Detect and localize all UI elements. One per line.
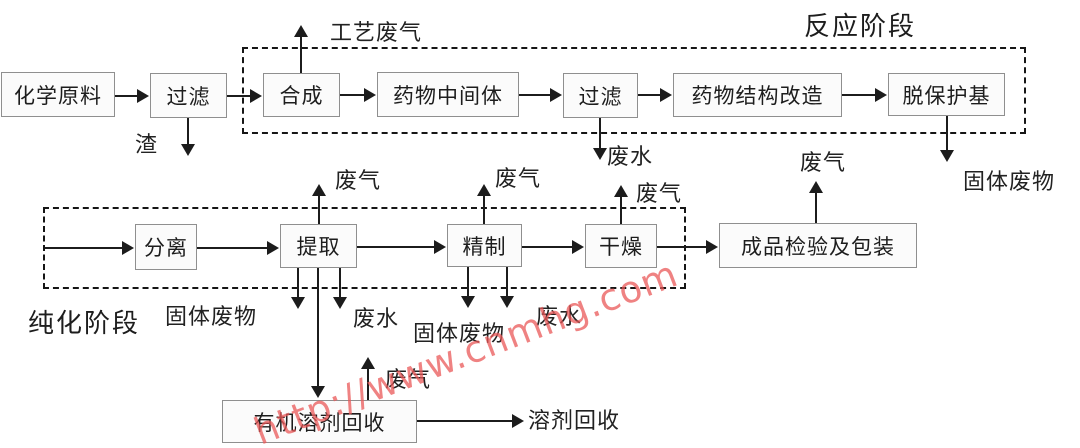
label-solid-waste-deprotection: 固体废物 — [963, 169, 1056, 194]
arrow-refining-waste-gas-head — [477, 184, 491, 196]
arrow-refining-waste-gas — [483, 194, 485, 224]
label-waste-gas-solvent-recovery: 废气 — [385, 367, 432, 392]
arrow-synthesis-waste-gas — [300, 35, 302, 73]
arrow-drying-waste-gas-head — [614, 185, 628, 197]
label-solid-waste-refining: 固体废物 — [413, 321, 506, 346]
arrow-separation-to-extraction — [197, 247, 269, 249]
label-waste-gas-extraction: 废气 — [335, 168, 382, 193]
arrow-extraction-to-solventbox-head — [311, 386, 325, 398]
arrow-solventbox-waste-gas — [367, 367, 369, 400]
node-drug-intermediate: 药物中间体 — [377, 72, 519, 117]
node-drug-structure-modification: 药物结构改造 — [673, 73, 842, 117]
reaction-stage-box — [242, 47, 1026, 134]
arrow-deprotection-solid-waste-head — [940, 150, 954, 162]
reaction-stage-title: 反应阶段 — [804, 11, 917, 41]
arrow-refining-wastewater — [506, 267, 508, 298]
arrow-extraction-wastewater-head — [333, 297, 347, 309]
arrow-refining-solid-waste — [467, 267, 469, 298]
arrow-solventbox-to-solvent-out-head — [512, 414, 524, 428]
arrow-refining-solid-waste-head — [461, 296, 475, 308]
arrow-extraction-waste-gas — [318, 194, 320, 224]
arrow-synthesis-to-intermediate — [340, 94, 366, 96]
purification-stage-title: 纯化阶段 — [28, 308, 141, 338]
arrow-refining-to-drying-head — [572, 240, 584, 254]
arrow-extraction-wastewater — [339, 268, 341, 299]
node-filter-2: 过滤 — [563, 73, 638, 118]
arrow-filter2-to-restructure — [638, 94, 662, 96]
arrow-synthesis-waste-gas-head — [294, 25, 308, 37]
arrow-extraction-to-refining-head — [434, 240, 446, 254]
arrow-drying-to-inspection-head — [706, 240, 718, 254]
node-extraction: 提取 — [280, 224, 357, 268]
node-synthesis: 合成 — [263, 73, 340, 117]
arrow-solventbox-waste-gas-head — [361, 357, 375, 369]
arrow-extraction-waste-gas-head — [312, 184, 326, 196]
arrow-extraction-solid-waste — [297, 268, 299, 299]
label-process-waste-gas: 工艺废气 — [330, 20, 423, 45]
node-drying: 干燥 — [585, 224, 657, 268]
purification-stage-box — [43, 207, 686, 289]
label-wastewater-refining: 废水 — [536, 304, 583, 329]
node-chemical-raw-material: 化学原料 — [1, 72, 115, 117]
label-solid-waste-extraction: 固体废物 — [165, 304, 258, 329]
arrow-filter1-slag — [187, 118, 189, 146]
label-waste-gas-refining: 废气 — [495, 166, 542, 191]
label-wastewater-filter2: 废水 — [607, 144, 654, 169]
arrow-extraction-solid-waste-head — [291, 297, 305, 309]
arrow-drying-waste-gas — [620, 195, 622, 224]
arrow-extraction-to-refining — [357, 246, 436, 248]
arrow-intermediate-to-filter2 — [519, 94, 552, 96]
arrow-filter2-wastewater — [599, 118, 601, 150]
node-product-inspection-packaging: 成品检验及包装 — [719, 223, 917, 268]
arrow-filter2-wastewater-head — [593, 148, 607, 160]
arrow-raw-to-filter1-head — [137, 89, 149, 103]
arrow-inspection-waste-gas-head — [809, 181, 823, 193]
label-waste-gas-inspection: 废气 — [800, 150, 847, 175]
node-separation: 分离 — [135, 224, 197, 270]
arrow-separation-to-extraction-head — [267, 241, 279, 255]
arrow-restructure-to-deprotection — [842, 94, 877, 96]
arrow-restructure-to-deprotection-head — [875, 88, 887, 102]
label-wastewater-extraction: 废水 — [353, 306, 400, 331]
arrow-raw-to-filter1 — [115, 95, 139, 97]
label-solvent-recovery-out: 溶剂回收 — [528, 408, 621, 433]
arrow-refining-to-drying — [522, 246, 574, 248]
arrow-refining-wastewater-head — [500, 296, 514, 308]
arrow-entry-to-separation-head — [122, 241, 134, 255]
arrow-synthesis-to-intermediate-head — [364, 88, 376, 102]
arrow-filter2-to-restructure-head — [660, 88, 672, 102]
label-slag: 渣 — [135, 132, 159, 157]
arrow-intermediate-to-filter2-head — [550, 88, 562, 102]
arrow-entry-to-separation — [45, 247, 124, 249]
arrow-drying-to-inspection — [657, 246, 708, 248]
arrow-filter1-to-synthesis — [227, 95, 252, 97]
arrow-inspection-waste-gas — [815, 191, 817, 223]
arrow-filter1-slag-head — [181, 144, 195, 156]
arrow-extraction-to-solventbox — [317, 268, 319, 388]
label-waste-gas-drying: 废气 — [636, 181, 683, 206]
node-deprotection: 脱保护基 — [888, 73, 1005, 116]
node-filter-1: 过滤 — [150, 73, 227, 118]
arrow-filter1-to-synthesis-head — [250, 89, 262, 103]
arrow-deprotection-solid-waste — [946, 116, 948, 152]
node-refining: 精制 — [447, 224, 522, 267]
node-organic-solvent-recovery: 有机溶剂回收 — [222, 400, 417, 443]
arrow-solventbox-to-solvent-out — [417, 420, 514, 422]
